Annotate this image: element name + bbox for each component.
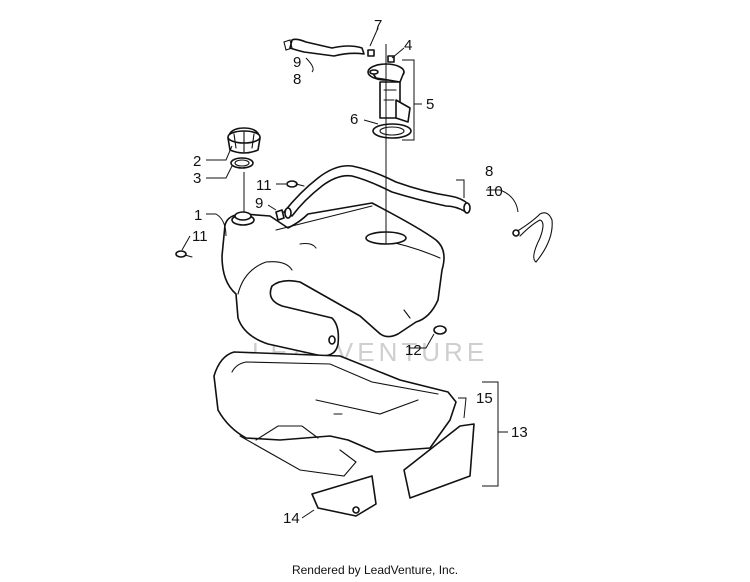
leader-lines	[181, 27, 519, 519]
pump-screw	[387, 55, 395, 63]
callout-5: 5	[426, 96, 434, 113]
fuel-tank	[221, 202, 445, 357]
tank-shield	[213, 351, 457, 477]
callout-14: 14	[283, 510, 300, 527]
bolt-11-upper	[286, 180, 305, 188]
callout-8-lower: 8	[485, 163, 493, 180]
footer-credit: Rendered by LeadVenture, Inc.	[291, 563, 459, 577]
callout-12: 12	[405, 342, 422, 359]
fuel-cap	[227, 127, 261, 154]
hose-clamp-7	[367, 49, 375, 57]
wire-harness-10	[512, 212, 553, 263]
callout-8-upper: 8	[293, 71, 301, 88]
callout-13: 13	[511, 424, 528, 441]
callout-labels: 1 2 3 4 5 6 7 8 8 9 9 10 11 11 12 13 14 …	[192, 17, 528, 527]
lower-panel-14	[311, 475, 377, 517]
callout-7: 7	[374, 17, 382, 34]
grommet-12	[433, 325, 447, 335]
hose-clamp-9	[275, 209, 285, 221]
callout-11-upper: 11	[256, 177, 272, 194]
callout-15: 15	[476, 390, 493, 407]
callout-9-lower: 9	[255, 195, 263, 212]
vent-hose-upper	[283, 38, 365, 57]
fuel-pump-assembly	[367, 63, 411, 123]
callout-3: 3	[193, 170, 201, 187]
callout-9-upper: 9	[293, 54, 301, 71]
fuel-hose-8	[283, 164, 471, 219]
callout-2: 2	[193, 153, 201, 170]
callout-11-lower: 11	[192, 228, 208, 245]
callout-10: 10	[486, 183, 503, 200]
callout-6: 6	[350, 111, 358, 128]
callout-4: 4	[404, 37, 412, 54]
pump-gasket	[372, 123, 412, 139]
bolt-11-lower	[175, 250, 193, 258]
cap-o-ring	[230, 157, 254, 169]
callout-1: 1	[194, 207, 202, 224]
side-panel-15	[403, 423, 475, 499]
